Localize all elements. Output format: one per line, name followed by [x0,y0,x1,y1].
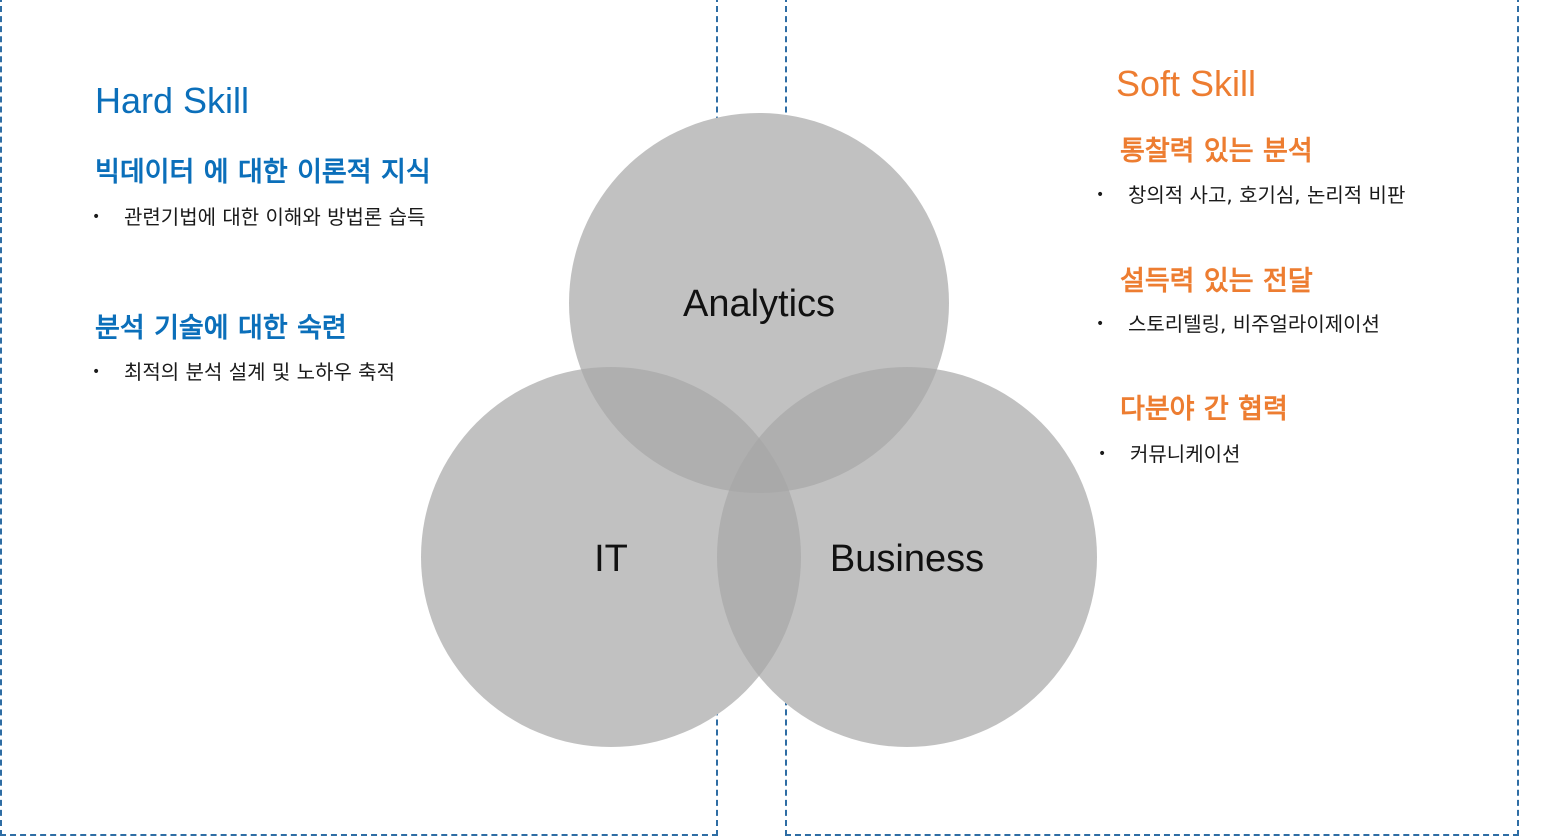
bullet-dot: • [1096,316,1105,332]
soft-skill-bullet-3: • 커뮤니케이션 [1098,438,1240,467]
business-label: Business [830,538,984,580]
soft-skill-title: Soft Skill [1116,63,1257,104]
venn-circles [421,113,1097,747]
hard-skill-bullet-2-text: 최적의 분석 설계 및 노하우 축적 [124,360,395,384]
soft-skill-bullet-3-text: 커뮤니케이션 [1130,442,1241,466]
hard-skill-title: Hard Skill [95,80,250,121]
bullet-dot: • [1098,446,1107,462]
soft-skill-heading-2: 설득력 있는 전달 [1120,266,1313,297]
analytics-label: Analytics [683,283,835,325]
it-circle [421,367,801,747]
bullet-dot: • [92,364,101,380]
it-label: IT [594,538,628,580]
hard-skill-bullet-1-text: 관련기법에 대한 이해와 방법론 습득 [124,205,426,229]
business-circle [717,367,1097,747]
soft-skill-bullet-2-text: 스토리텔링, 비주얼라이제이션 [1128,312,1380,336]
hard-skill-bullet-1: • 관련기법에 대한 이해와 방법론 습득 [92,201,425,230]
soft-skill-heading-3: 다분야 간 협력 [1120,394,1288,425]
soft-skill-bullet-1-text: 창의적 사고, 호기심, 논리적 비판 [1128,183,1406,207]
bullet-dot: • [92,209,101,225]
soft-skill-bullet-1: • 창의적 사고, 호기심, 논리적 비판 [1096,179,1405,208]
soft-skill-bullet-2: • 스토리텔링, 비주얼라이제이션 [1096,308,1380,337]
hard-skill-bullet-2: • 최적의 분석 설계 및 노하우 축적 [92,356,395,385]
soft-skill-heading-1: 통찰력 있는 분석 [1120,136,1313,167]
bullet-dot: • [1096,187,1105,203]
hard-skill-heading-1: 빅데이터 에 대한 이론적 지식 [95,157,431,188]
hard-skill-heading-2: 분석 기술에 대한 숙련 [95,313,347,344]
